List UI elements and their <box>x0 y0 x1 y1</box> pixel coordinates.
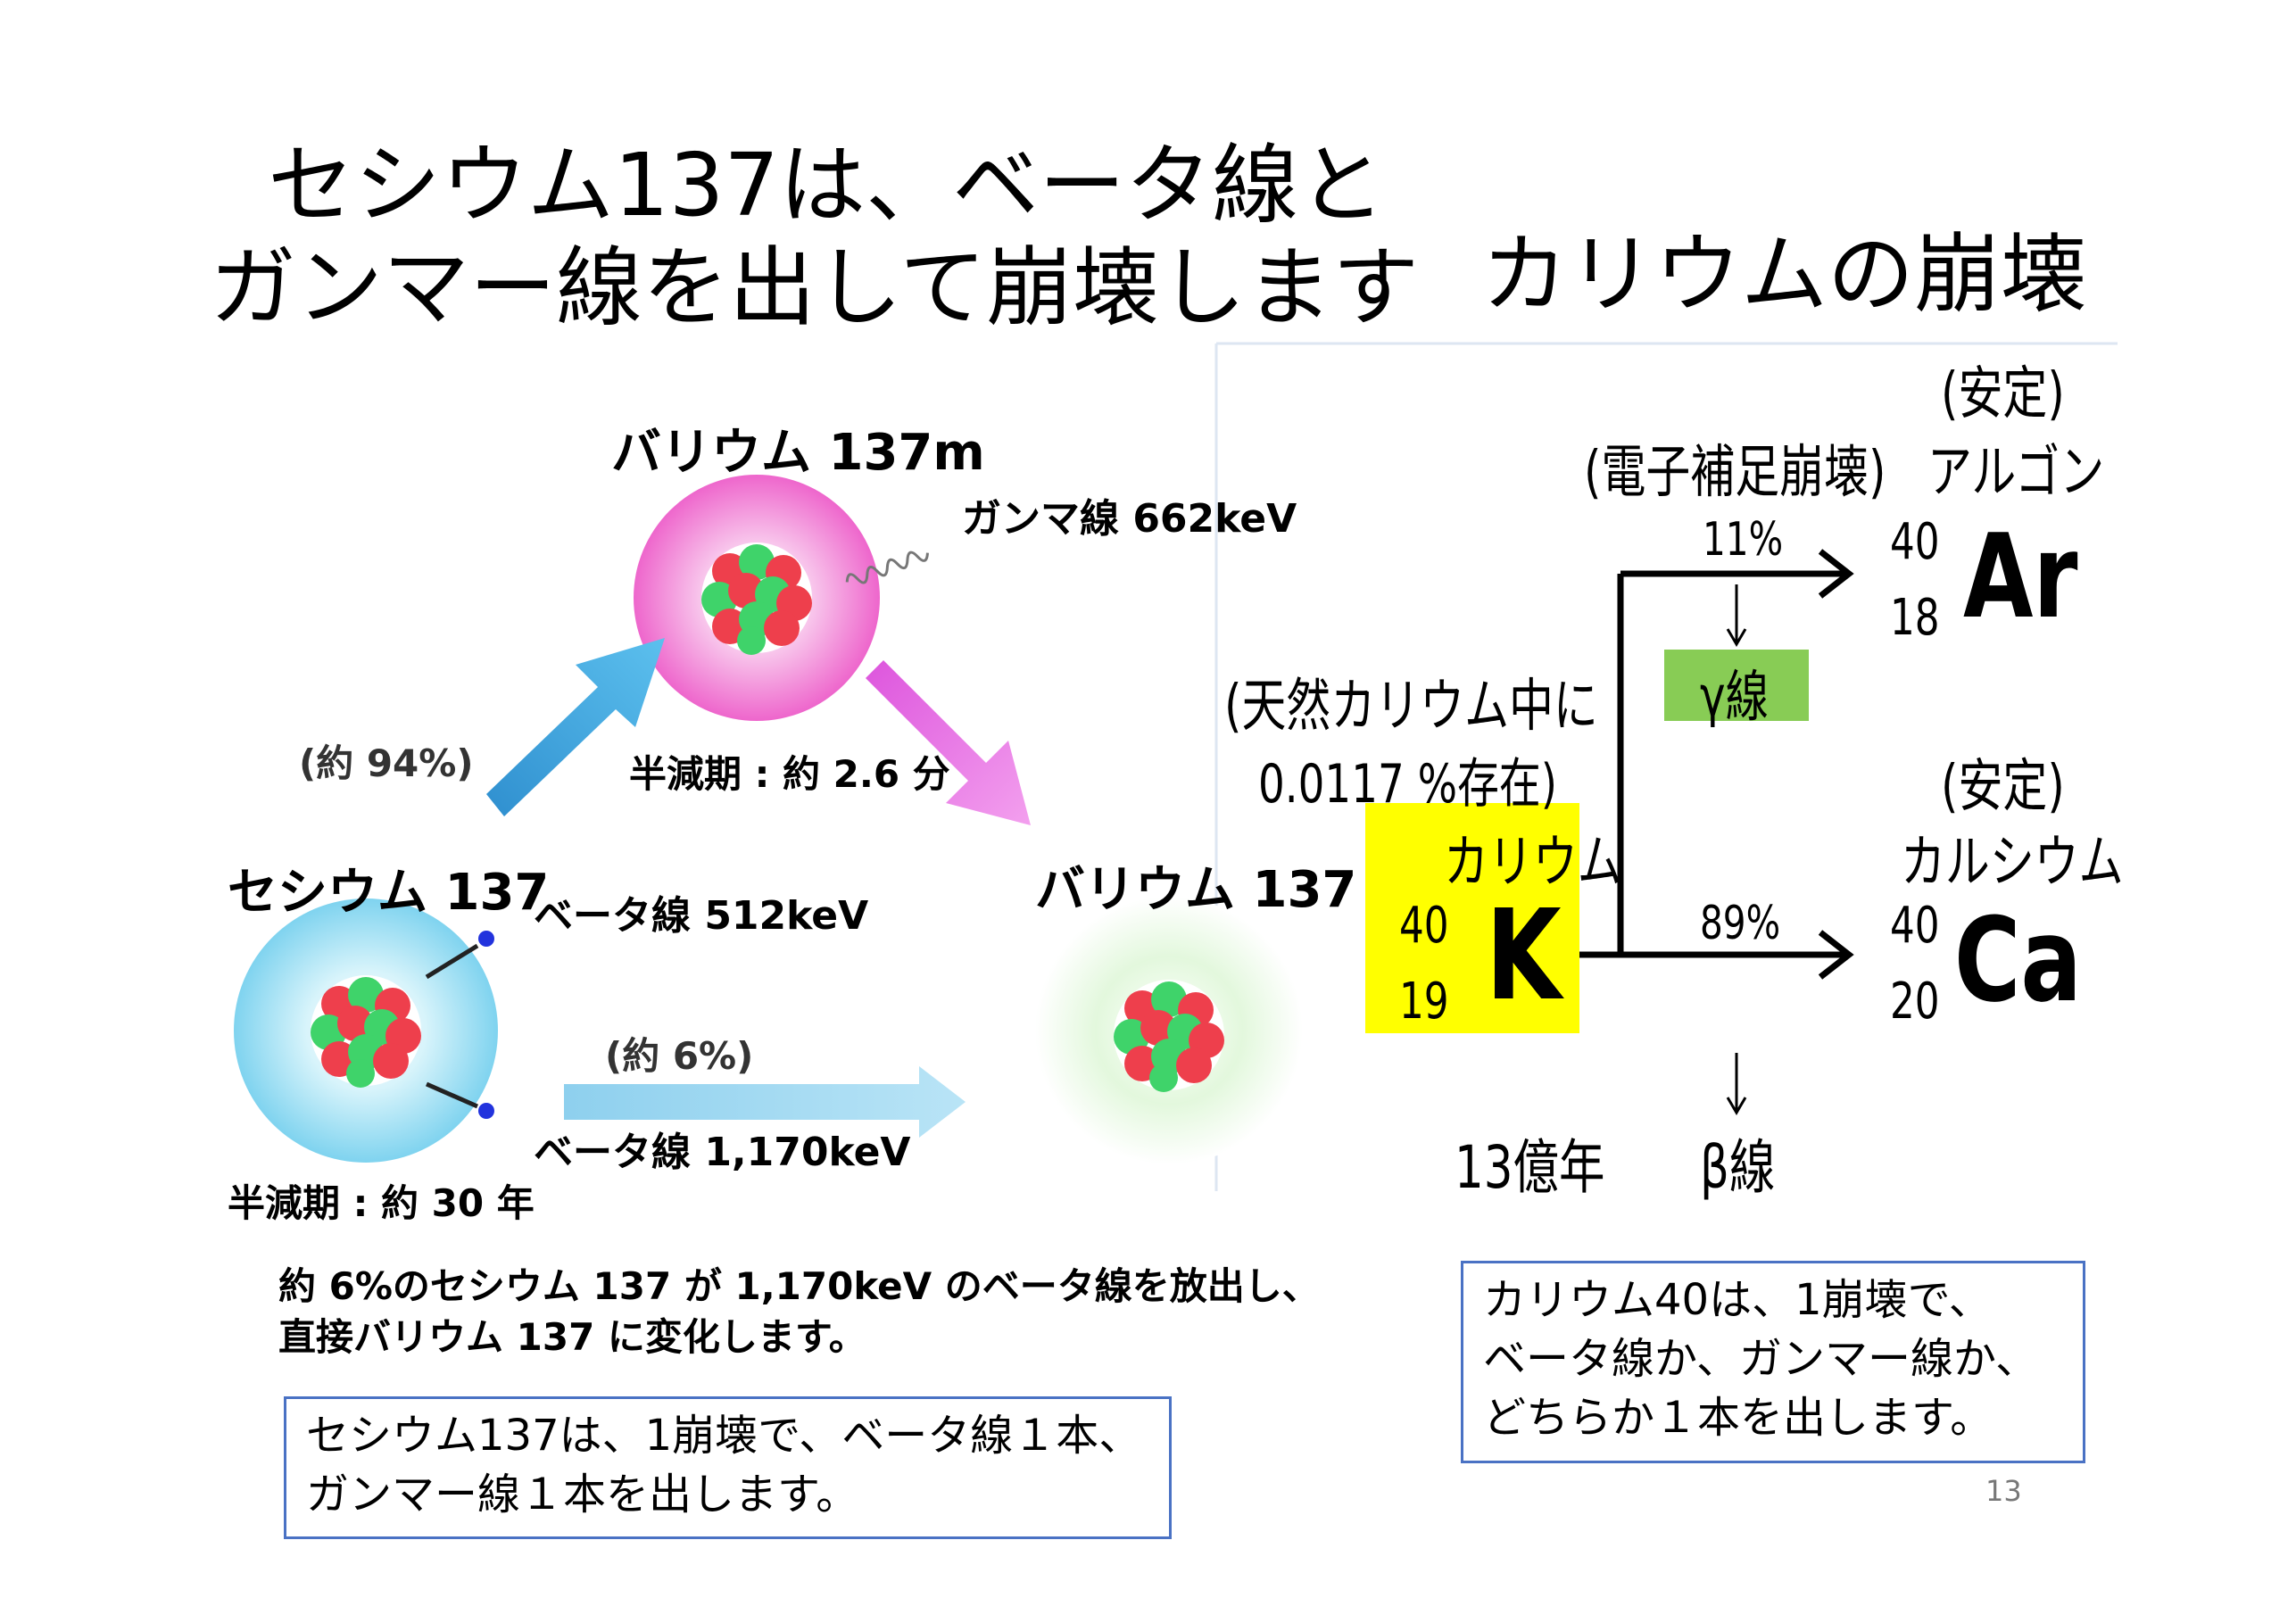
potassium-title: カリウムの崩壊 <box>1481 224 2087 325</box>
percent-89-label: 89% <box>1700 897 1781 950</box>
cesium-caption-line-2: 直接バリウム 137 に変化します。 <box>278 1315 866 1359</box>
cesium-note-line-2: ガンマー線１本を出します。 <box>306 1470 859 1519</box>
barium137m-nucleus <box>701 542 812 655</box>
title-line-2: ガンマー線を出して崩壊します <box>210 237 1420 338</box>
k-atomic-number: 19 <box>1399 973 1449 1031</box>
gamma-highlight-box <box>1664 650 1809 721</box>
cesium137-label: セシウム 137 <box>228 864 550 922</box>
stable-ar-label: (安定) <box>1941 361 2065 427</box>
arrow-6 <box>564 1066 966 1138</box>
potassium-note-box: カリウム40は、1崩壊で、 ベータ線か、ガンマー線か、 どちらか１本を出します。 <box>1461 1261 2085 1463</box>
ar-arrowhead <box>1818 549 1854 599</box>
beta-electron-2 <box>478 1103 494 1119</box>
calcium-name: カルシウム <box>1901 830 2124 896</box>
k-halflife-label: 13億年 <box>1455 1133 1605 1202</box>
k-mass-number: 40 <box>1399 897 1449 955</box>
percent-94-label: (約 94%) <box>299 741 474 785</box>
barium137-label: バリウム 137 <box>1035 861 1357 919</box>
k-highlight-box <box>1365 803 1579 1033</box>
ar-atomic-number: 18 <box>1890 589 1940 647</box>
ar-mass-number: 40 <box>1890 513 1940 571</box>
potassium-note-line-3: どちらか１本を出します。 <box>1483 1393 1993 1443</box>
natural-abundance-line-1: (天然カリウム中に <box>1224 674 1598 740</box>
beta-track-1 <box>425 943 479 980</box>
arrow-to-ba137 <box>866 660 1031 825</box>
arrow-94 <box>486 638 665 816</box>
beta-512-label: ベータ線 512keV <box>534 893 869 939</box>
cesium-caption-line-1: 約 6%のセシウム 137 が 1,170keV のベータ線を放出し、 <box>278 1264 1320 1308</box>
ca-symbol: Ca <box>1954 892 2082 1028</box>
k-symbol: K <box>1486 883 1562 1029</box>
cesium-note-box: セシウム137は、1崩壊で、ベータ線１本、 ガンマー線１本を出します。 <box>284 1396 1172 1539</box>
beta-ray-label: β線 <box>1700 1133 1776 1202</box>
ar-symbol: Ar <box>1963 509 2078 644</box>
potassium-name: カリウム <box>1444 830 1622 896</box>
ca-arrowhead <box>1818 930 1854 980</box>
beta-track-2 <box>425 1081 479 1109</box>
halflife-ba137m-label: 半減期 : 約 2.6 分 <box>629 752 950 796</box>
stable-ca-label: (安定) <box>1941 754 2065 820</box>
ca-atomic-number: 20 <box>1890 973 1940 1031</box>
beta-electron-1 <box>478 931 494 947</box>
beta-1170-label: ベータ線 1,170keV <box>534 1130 911 1175</box>
cesium-note-line-1: セシウム137は、1崩壊で、ベータ線１本、 <box>306 1411 1142 1461</box>
gamma-662-label: ガンマ線 662keV <box>962 496 1297 542</box>
potassium-note-line-2: ベータ線か、ガンマー線か、 <box>1483 1334 2039 1384</box>
halflife-cs-label: 半減期 : 約 30 年 <box>228 1181 535 1225</box>
page-number: 13 <box>1985 1474 2022 1508</box>
gamma-box-label: γ線 <box>1700 664 1769 729</box>
electron-capture-label: (電子補足崩壊) <box>1584 440 1886 506</box>
percent-6-label: (約 6%) <box>605 1034 754 1078</box>
title-line-1: セシウム137は、ベータ線と <box>268 135 1386 236</box>
potassium-note-line-1: カリウム40は、1崩壊で、 <box>1483 1275 1992 1325</box>
barium137m-label: バリウム 137m <box>611 424 985 482</box>
gamma-wave-icon <box>845 551 929 584</box>
barium137-nucleus <box>1114 980 1224 1092</box>
cesium137-nucleus <box>311 975 421 1088</box>
natural-abundance-line-2: 0.0117 %存在) <box>1258 753 1557 816</box>
argon-name: アルゴン <box>1927 440 2105 506</box>
percent-11-label: 11% <box>1703 513 1784 567</box>
ca-mass-number: 40 <box>1890 897 1940 955</box>
